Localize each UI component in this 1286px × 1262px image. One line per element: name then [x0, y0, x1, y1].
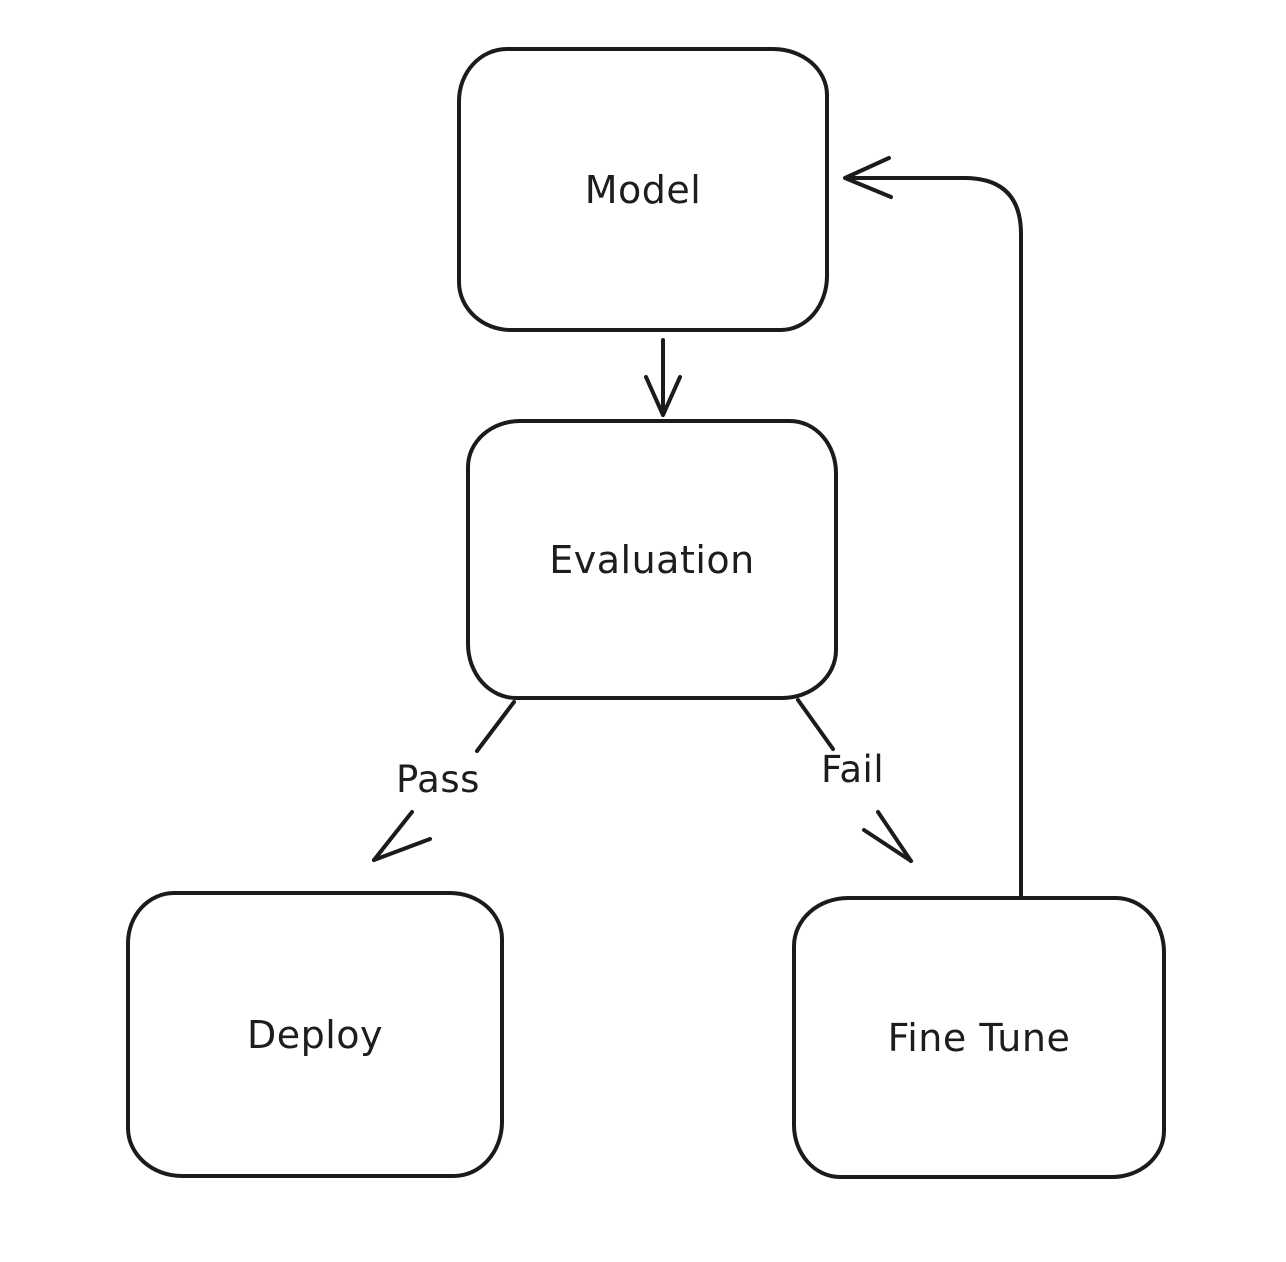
- node-deploy-label: Deploy: [246, 1012, 384, 1057]
- node-model: Model: [457, 47, 829, 332]
- node-deploy: Deploy: [126, 891, 504, 1178]
- node-fine-tune: Fine Tune: [792, 896, 1166, 1179]
- arrowhead-left-icon: [843, 156, 893, 199]
- edge-fine-tune-to-model: [843, 156, 1023, 898]
- edge-label-fail: Fail: [821, 748, 885, 791]
- arrowhead-down-right-icon: [876, 810, 913, 863]
- node-evaluation-label: Evaluation: [549, 537, 755, 582]
- edge-label-pass: Pass: [396, 758, 480, 801]
- node-model-label: Model: [584, 167, 702, 212]
- node-fine-tune-label: Fine Tune: [887, 1015, 1071, 1060]
- arrowhead-down-icon: [644, 375, 682, 417]
- edge-evaluation-to-fine-tune: [796, 698, 913, 863]
- arrowhead-down-left-icon: [372, 837, 432, 862]
- node-evaluation: Evaluation: [466, 419, 838, 700]
- arrowhead-down-left-icon: [372, 810, 414, 862]
- edge-model-to-evaluation: [644, 338, 682, 417]
- arrowhead-down-right-icon: [862, 828, 913, 863]
- edge-evaluation-to-deploy: [372, 700, 516, 862]
